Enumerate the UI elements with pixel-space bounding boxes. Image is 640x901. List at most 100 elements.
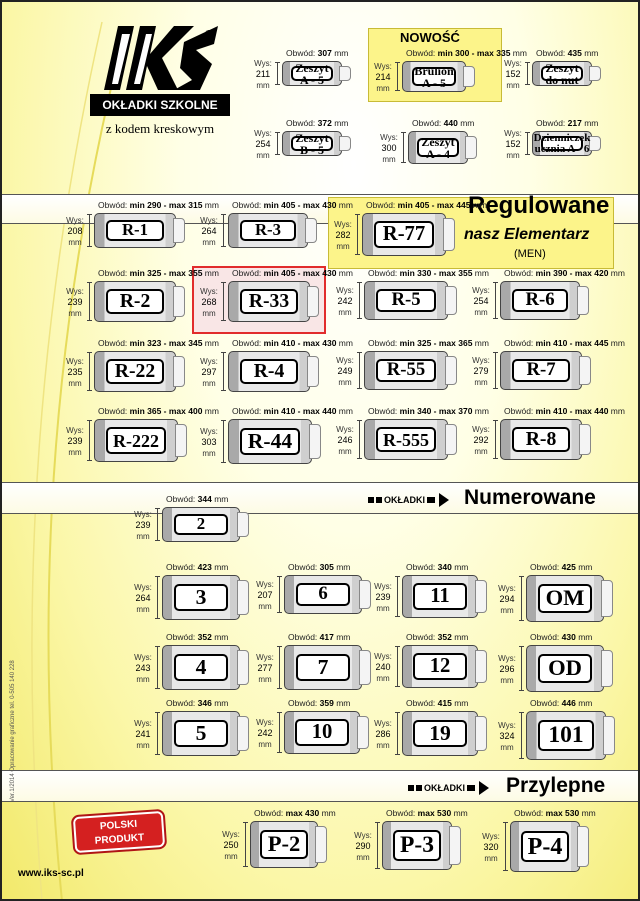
obwod-unit: mm: [211, 632, 229, 642]
wys-unit: mm: [202, 308, 216, 318]
obwod-value: 352: [197, 632, 212, 642]
obwod-unit: mm: [472, 406, 489, 416]
wys-value: 324: [499, 730, 515, 741]
wys-value: 277: [257, 662, 273, 673]
obwod-label: Obwód: 305 mm: [288, 562, 350, 572]
obwod-unit: mm: [575, 562, 593, 572]
obwod-value: 352: [437, 632, 452, 642]
website-link[interactable]: www.iks-sc.pl: [18, 868, 84, 879]
wys-value: 300: [381, 142, 397, 153]
obwod-unit: mm: [510, 48, 527, 58]
cover-image: R-44: [228, 419, 321, 464]
wys-prefix: Wys:: [374, 718, 392, 728]
obwod-prefix: Obwód:: [406, 698, 438, 708]
obwod-prefix: Obwód:: [286, 118, 318, 128]
obwod-prefix: Obwód:: [504, 406, 536, 416]
wys-prefix: Wys:: [200, 356, 218, 366]
wys-prefix: Wys:: [498, 653, 516, 663]
polski-produkt-badge: POLSKI PRODUKT: [64, 808, 174, 860]
logo-subtitle: z kodem kreskowym: [105, 121, 215, 136]
obwod-label: Obwód: 435 mm: [536, 48, 598, 58]
obwod-label: Obwód: 352 mm: [166, 632, 228, 642]
obwod-label: Obwód: 359 mm: [288, 698, 350, 708]
obwod-value: 423: [197, 562, 212, 572]
cover-name: R-4: [240, 359, 298, 384]
obwod-value: 307: [317, 48, 332, 58]
okladki-tag-numerowane: OKŁADKI: [368, 493, 449, 507]
cover-image: R-55: [364, 351, 457, 390]
cover-name: 6: [295, 582, 351, 607]
cover-flap: [307, 286, 319, 317]
cover-flap: [237, 716, 249, 751]
wys-value: 320: [483, 841, 499, 852]
wys-unit: mm: [500, 675, 514, 685]
obwod-value: min 405 - max 430: [263, 200, 337, 210]
wys-prefix: Wys:: [472, 355, 490, 365]
obwod-value: 446: [561, 698, 576, 708]
obwod-value: 344: [197, 494, 212, 504]
obwod-prefix: Obwód:: [386, 808, 418, 818]
height-dimension-line: [275, 132, 280, 155]
wys-value: 207: [257, 589, 273, 600]
obwod-value: 359: [319, 698, 334, 708]
okladki-tag-przylepne: OKŁADKI: [408, 781, 489, 795]
section-band-numerowane: [2, 482, 638, 514]
obwod-prefix: Obwód:: [368, 338, 400, 348]
obwod-prefix: Obwód:: [98, 338, 130, 348]
wys-prefix: Wys:: [222, 829, 240, 839]
obwod-prefix: Obwód:: [232, 268, 264, 278]
cover-image: R-3: [228, 213, 317, 248]
wys-unit: mm: [356, 852, 370, 862]
obwod-label: Obwód: 340 mm: [406, 562, 468, 572]
obwod-label: Obwód: max 430 mm: [254, 808, 336, 818]
obwod-prefix: Obwód:: [406, 48, 438, 58]
wys-value: 211: [255, 68, 271, 79]
cover-image: Zeszyt do nut: [532, 61, 601, 86]
cover-name: R-222: [106, 427, 166, 454]
cover-flap: [357, 716, 369, 749]
